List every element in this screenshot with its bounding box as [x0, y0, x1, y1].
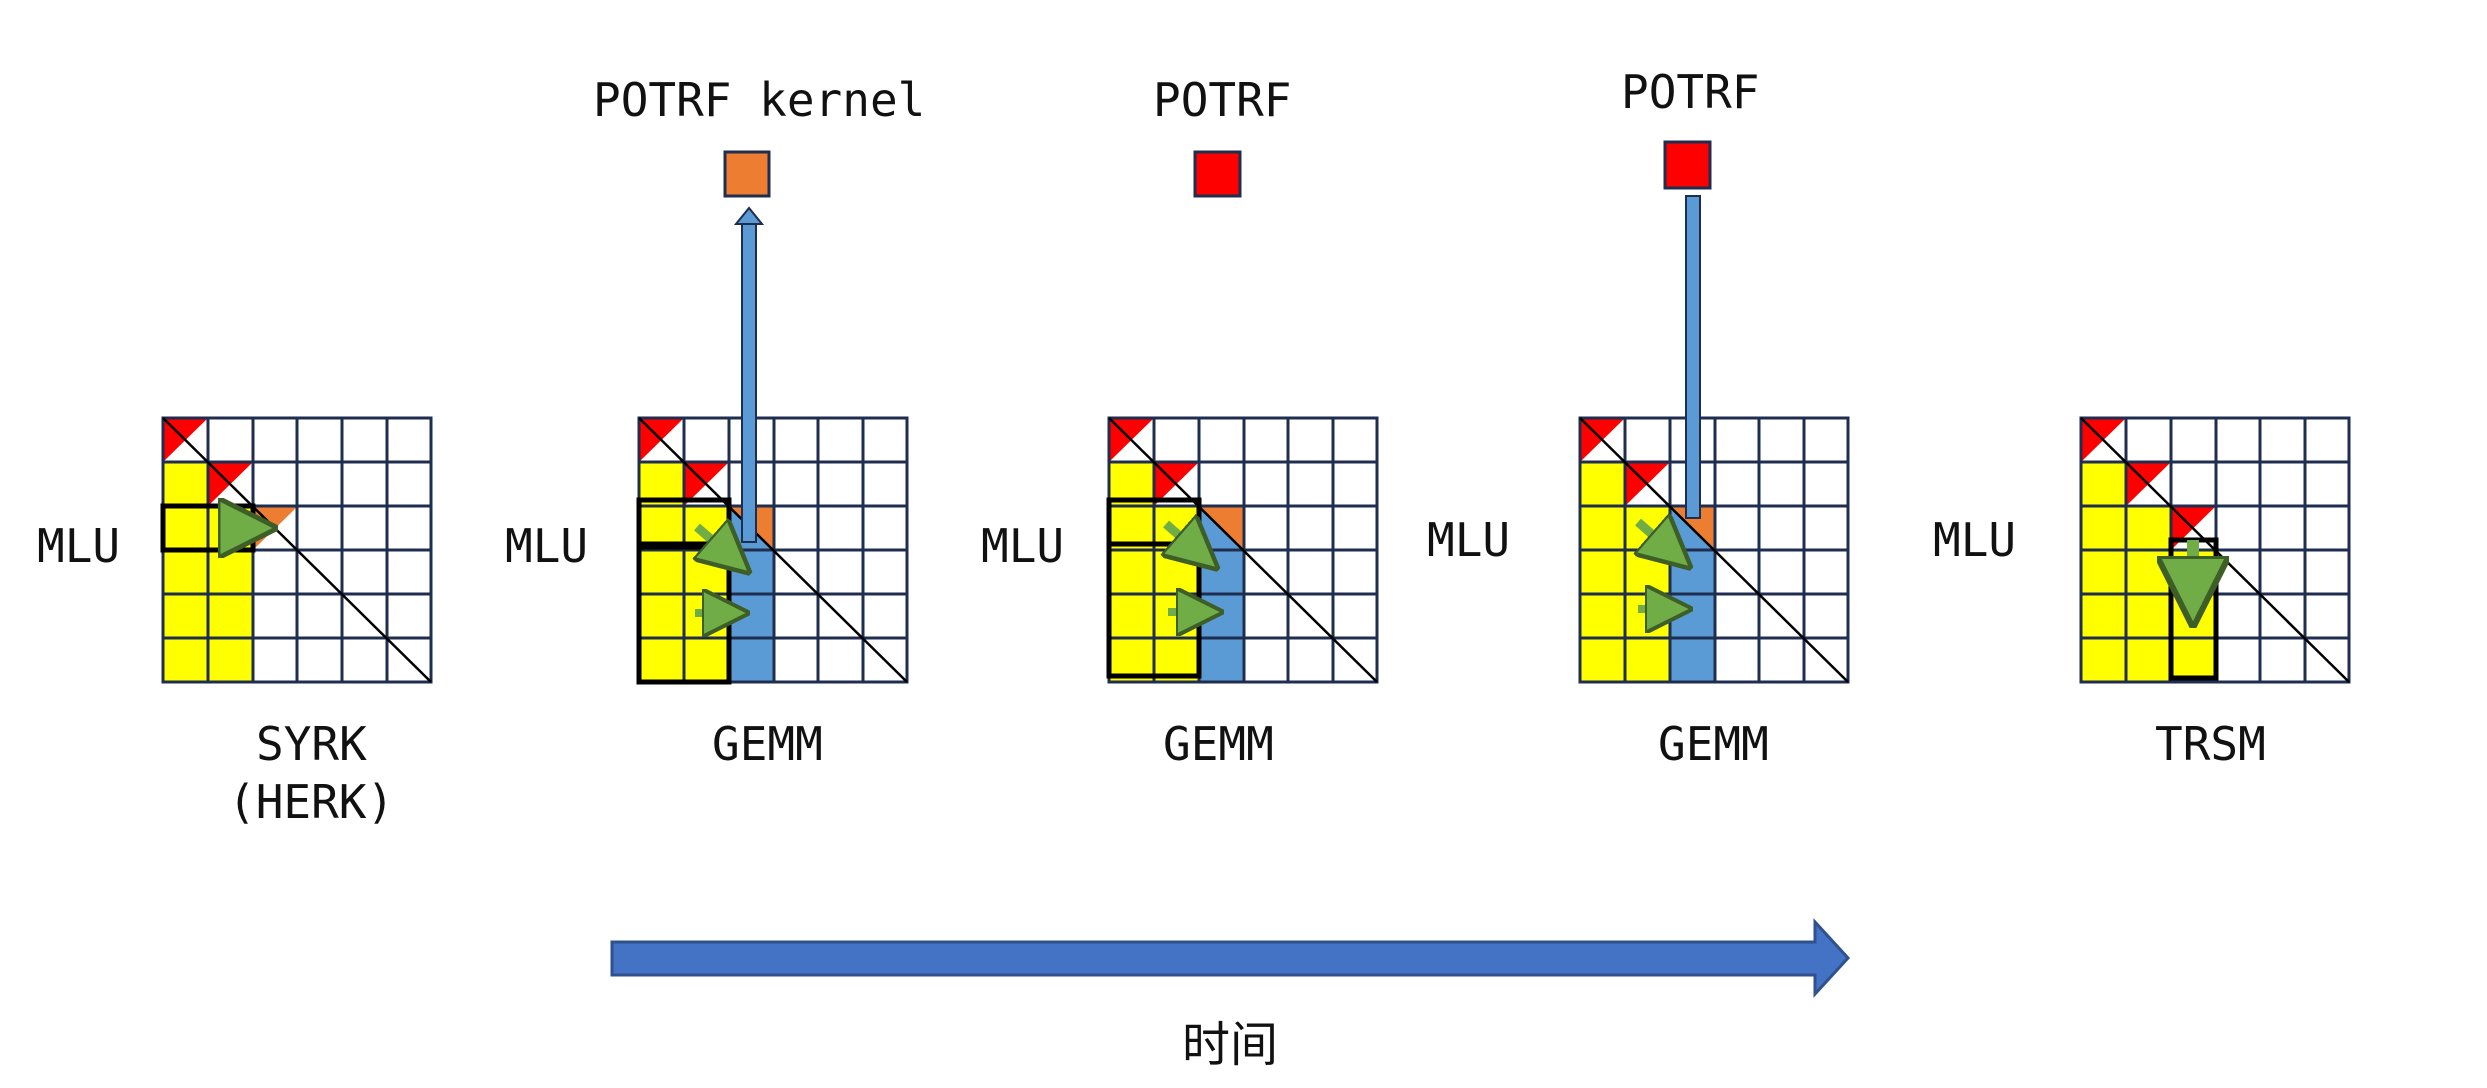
- mlu-label: MLU: [505, 519, 588, 573]
- panel-gemm-2: MLU POTRF: [981, 73, 1379, 771]
- mlu-label: MLU: [1933, 513, 2016, 567]
- potrf-block: [1663, 140, 1712, 190]
- potrf-kernel-label: POTRF kernel: [593, 73, 925, 127]
- green-arrow-icon: [1638, 522, 1685, 563]
- mlu-label: MLU: [981, 519, 1064, 573]
- mlu-label: MLU: [1427, 513, 1510, 567]
- potrf-label: POTRF: [1153, 73, 1291, 127]
- panel-gemm-3: MLU POTRF: [1427, 65, 1850, 771]
- up-arrow-icon: [733, 206, 765, 543]
- panel-syrk: MLU: [37, 416, 433, 829]
- green-arrow-icon: [1166, 524, 1212, 564]
- down-bar-icon: [1685, 195, 1701, 519]
- caption: GEMM: [1163, 717, 1274, 771]
- potrf-block: [1193, 150, 1242, 198]
- timeline-arrow-icon: [610, 918, 1851, 998]
- green-arrow-icon: [697, 527, 744, 568]
- time-label: 时间: [1182, 1017, 1278, 1073]
- matrix-grid: [2079, 416, 2351, 684]
- panel-trsm: MLU TRSM: [1933, 416, 2351, 771]
- caption: TRSM: [2155, 717, 2266, 771]
- potrf-label: POTRF: [1621, 65, 1759, 119]
- caption-line-1: SYRK: [256, 717, 367, 771]
- matrix-grid: [1578, 416, 1850, 684]
- matrix-grid: [160, 416, 433, 684]
- caption: GEMM: [712, 717, 823, 771]
- matrix-grid: [1106, 416, 1379, 684]
- caption: GEMM: [1658, 717, 1769, 771]
- mlu-label: MLU: [37, 519, 120, 573]
- caption-line-2: (HERK): [228, 775, 394, 829]
- matrix-grid: [636, 416, 909, 685]
- potrf-kernel-block: [723, 150, 771, 198]
- panel-gemm-1: MLU POTRF kernel: [505, 73, 925, 771]
